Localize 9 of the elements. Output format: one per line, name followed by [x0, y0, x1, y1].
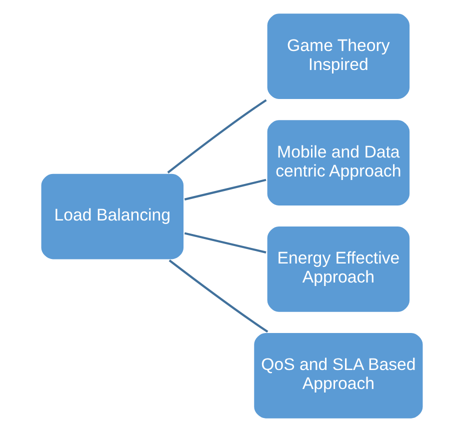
node-box: QoS and SLA Based Approach [252, 330, 424, 420]
connector [166, 99, 266, 174]
node-box: Load Balancing [38, 172, 186, 262]
connector [184, 232, 266, 254]
node-box: Energy Effective Approach [264, 224, 412, 314]
connector [168, 260, 268, 333]
node-box: Mobile and Data centric Approach [264, 118, 412, 208]
node-box: Game Theory Inspired [264, 12, 412, 102]
connector [184, 178, 266, 200]
